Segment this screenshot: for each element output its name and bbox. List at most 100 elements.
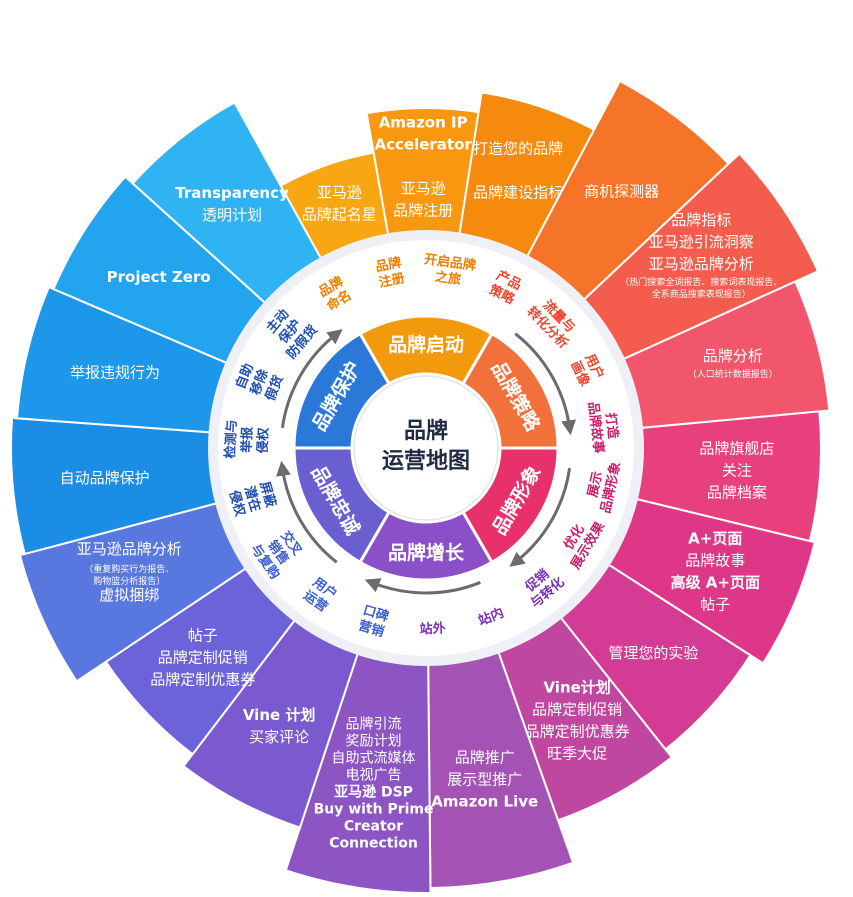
petal-line: Project Zero <box>107 268 211 286</box>
petal-line: 亚马逊引流洞察 <box>649 233 754 251</box>
petal-line: 亚马逊品牌分析 <box>77 540 182 558</box>
tactic-label: 品牌故事 <box>585 401 607 455</box>
tactic-1: 品牌注册 <box>374 254 406 291</box>
petal-line: Buy with Prime <box>314 802 434 818</box>
petal-line: 高级 A+页面 <box>671 573 760 591</box>
petal-15: 自动品牌保护 <box>10 416 225 556</box>
center-title-line1: 品牌 <box>404 418 448 444</box>
center-title-line2: 运营地图 <box>382 449 470 474</box>
phase-label: 品牌增长 <box>388 541 465 564</box>
cycle-arrow <box>371 301 488 318</box>
petal-line: 品牌定制促销 <box>158 649 248 667</box>
petal-line: 自助式流媒体 <box>332 751 416 767</box>
center-hub: 品牌 运营地图 <box>353 375 499 521</box>
tactic-label: 品牌 <box>374 254 403 275</box>
petal-line: 买家评论 <box>249 728 309 746</box>
petal-line: 品牌起名星 <box>302 205 377 223</box>
petal-line: Connection <box>329 836 418 852</box>
petal-text-3: 商机探测器 <box>584 182 659 200</box>
petal-14: 亚马逊品牌分析（重复购买行为报告、购物篮分析报告）虚拟捆绑 <box>18 500 253 683</box>
phase-0: 品牌启动 <box>357 314 495 386</box>
phase-segment-5 <box>292 331 392 450</box>
petal-line: 品牌定制促销 <box>532 701 622 719</box>
tactic-label: 潜在 <box>241 484 264 513</box>
tactic-16: 检测与举报侵权 <box>222 419 272 459</box>
tactic-label: 之旅 <box>434 269 462 288</box>
petal-line: Amazon Live <box>431 792 538 810</box>
petal-note: （热门搜索全词报告、搜索词表现报告、 <box>620 276 782 288</box>
petal-line: 品牌引流 <box>346 716 402 733</box>
tactic-label: 屏蔽 <box>256 480 279 510</box>
tactic-label: 侵权 <box>255 426 272 455</box>
petal-line: 旺季大促 <box>547 745 607 763</box>
petal-line: 品牌故事 <box>685 551 745 569</box>
cycle-arrow <box>280 329 343 429</box>
tactic-label: 举报 <box>239 425 256 454</box>
petal-5: 品牌分析（人口统计数据报告） <box>616 280 831 430</box>
phase-label: 品牌启动 <box>388 333 464 356</box>
phase-3: 品牌增长 <box>357 510 495 582</box>
petal-line: Amazon IP <box>379 114 468 132</box>
petal-line: 品牌定制优惠券 <box>150 671 255 689</box>
petal-text-17: Project Zero <box>107 268 211 286</box>
cycle-arrow <box>514 332 576 436</box>
petal-16: 举报违规行为 <box>16 285 235 434</box>
petal-line: 管理您的实验 <box>608 644 698 662</box>
petal-text-8: 管理您的实验 <box>608 644 698 662</box>
petal-line: Transparency <box>175 184 289 202</box>
petal-line: Creator <box>344 819 403 835</box>
petal-line: A+页面 <box>688 529 742 547</box>
petal-line: 打造您的品牌 <box>473 139 563 157</box>
petal-line: 举报违规行为 <box>70 364 160 382</box>
tactic-11: 站外 <box>419 620 446 637</box>
tactic-label: 注册 <box>377 270 406 291</box>
cycle-arrow <box>276 460 338 564</box>
center-circle <box>353 375 499 521</box>
petal-line: 品牌指标 <box>671 211 731 229</box>
tactic-label: 打造 <box>602 412 621 441</box>
petal-line: 品牌注册 <box>393 202 453 220</box>
petal-text-14: 亚马逊品牌分析（重复购买行为报告、购物篮分析报告）虚拟捆绑 <box>77 540 182 604</box>
cycle-arrow <box>509 467 572 567</box>
petal-line: 品牌档案 <box>707 484 767 502</box>
petal-line: 电视广告 <box>346 768 402 784</box>
petal-line: 品牌旗舰店 <box>699 440 774 458</box>
petal-line: 亚马逊 <box>317 183 362 201</box>
petal-note: （重复购买行为报告、 <box>84 563 174 575</box>
tactic-label: 检测与 <box>222 419 240 459</box>
petal-text-16: 举报违规行为 <box>70 364 160 382</box>
petal-text-15: 自动品牌保护 <box>60 469 150 487</box>
petal-line: 帖子 <box>700 595 730 613</box>
petal-line: Vine 计划 <box>243 706 316 724</box>
tactic-label: 开启品牌 <box>423 251 477 274</box>
petal-line: 亚马逊 <box>401 180 446 198</box>
petal-line: 亚马逊品牌分析 <box>649 255 754 273</box>
petal-line: 品牌建设指标 <box>473 183 563 201</box>
petal-note: （人口统计数据报告） <box>688 368 778 380</box>
cycle-arrow <box>364 578 481 595</box>
petal-line: 亚马逊 DSP <box>334 785 413 801</box>
tactic-label: 侵权 <box>225 488 248 519</box>
petal-line: 虚拟捆绑 <box>99 586 159 604</box>
petal-note: 全系商品搜索表现报告） <box>652 288 751 300</box>
